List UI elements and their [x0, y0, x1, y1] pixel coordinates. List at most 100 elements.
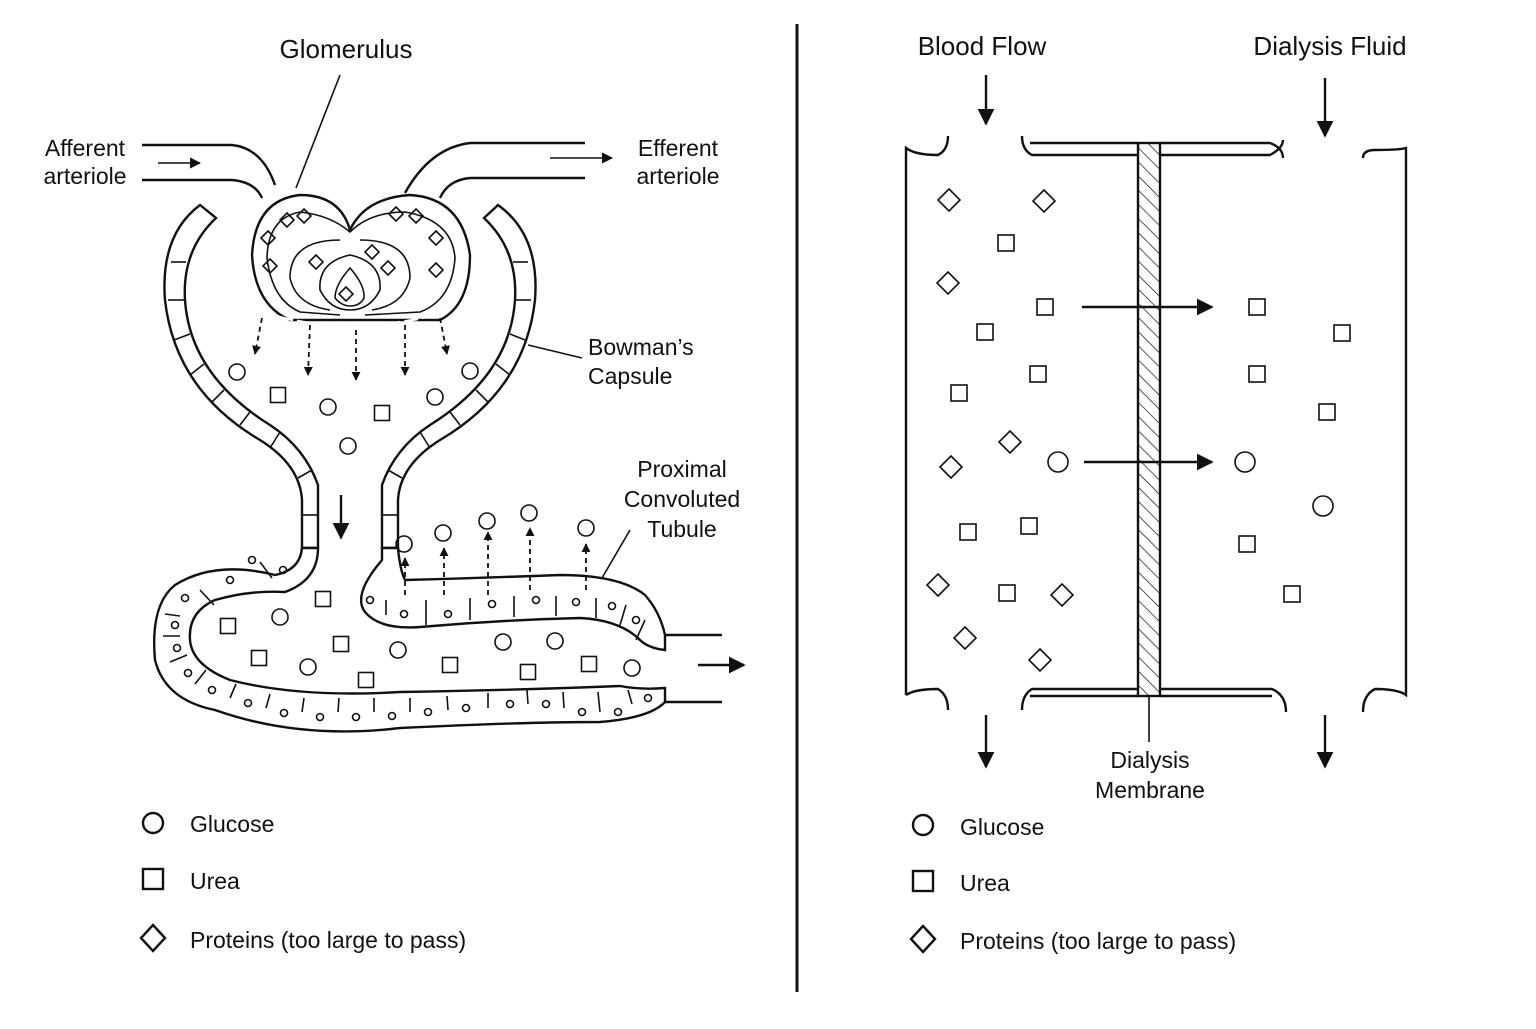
protein-molecule: [261, 257, 279, 275]
glucose-molecule: [1047, 451, 1069, 473]
protein-molecule: [997, 429, 1023, 455]
protein-molecule: [407, 207, 425, 225]
capsule-wall-segments: [168, 261, 531, 516]
glucose-molecule: [461, 362, 479, 380]
urea-molecule: [1318, 403, 1336, 421]
glucose-molecule: [478, 512, 496, 530]
tubule-epithelial-cells: [163, 555, 653, 722]
glucose-molecule: [577, 519, 595, 537]
urea-molecule: [976, 323, 994, 341]
urea-molecule: [997, 234, 1015, 252]
square-icon: [911, 869, 935, 893]
glomerulus-pointer: [295, 74, 341, 189]
glucose-molecule: [520, 504, 538, 522]
pct-pointer: [601, 529, 631, 579]
urea-molecule: [332, 635, 350, 653]
glucose-molecule: [395, 535, 413, 553]
urea-molecule: [1248, 298, 1266, 316]
urea-molecule: [269, 386, 287, 404]
urea-molecule: [373, 404, 391, 422]
urea-molecule: [998, 584, 1016, 602]
urea-molecule: [250, 649, 268, 667]
glucose-molecule: [319, 398, 337, 416]
nephron-legend-glucose: Glucose: [190, 811, 274, 837]
afferent-label-line2: arteriole: [43, 163, 126, 189]
urea-molecule: [950, 384, 968, 402]
urea-molecule: [1020, 517, 1038, 535]
glucose-molecule: [389, 641, 407, 659]
pct-label-line2: Convoluted: [624, 486, 740, 512]
dialysis-molecules: [925, 187, 1351, 673]
protein-molecule: [925, 572, 951, 598]
urea-molecule: [1029, 365, 1047, 383]
pct-label-line1: Proximal: [637, 456, 726, 482]
urea-molecule: [1333, 324, 1351, 342]
protein-molecule: [1049, 582, 1075, 608]
nephron-legend-urea: Urea: [190, 868, 240, 894]
efferent-label-line2: arteriole: [636, 163, 719, 189]
protein-molecule: [295, 207, 313, 225]
protein-molecule: [1027, 647, 1053, 673]
dialysis-legend-urea: Urea: [960, 870, 1010, 896]
nephron-legend: Glucose Urea Proteins (too large to pass…: [139, 811, 466, 953]
circle-icon: [141, 811, 165, 835]
square-icon: [141, 867, 165, 891]
bowmans-pointer: [527, 344, 583, 359]
urea-molecule: [357, 671, 375, 689]
reabsorption-arrows: [395, 504, 595, 595]
urea-molecule: [959, 523, 977, 541]
glucose-molecule: [623, 659, 641, 677]
glucose-molecule: [1234, 451, 1256, 473]
dialysis-legend-glucose: Glucose: [960, 814, 1044, 840]
urea-molecule: [1283, 585, 1301, 603]
diamond-icon: [909, 924, 937, 954]
dialysis-panel: Blood Flow Dialysis Fluid Dialysis Membr…: [904, 31, 1408, 954]
glucose-molecule: [494, 633, 512, 651]
protein-molecule: [387, 205, 405, 223]
protein-molecule: [278, 211, 296, 229]
protein-molecule: [936, 187, 962, 213]
dialysis-legend-proteins: Proteins (too large to pass): [960, 928, 1236, 954]
capsule-molecules: [228, 362, 479, 455]
urea-molecule: [1036, 298, 1054, 316]
protein-molecule: [337, 285, 355, 303]
protein-molecule: [952, 625, 978, 651]
blood-flow-label: Blood Flow: [918, 31, 1047, 61]
urea-molecule: [314, 590, 332, 608]
membrane-label-line2: Membrane: [1095, 777, 1205, 803]
protein-molecule: [1031, 188, 1057, 214]
proximal-tubule: [153, 546, 746, 733]
urea-molecule: [219, 617, 237, 635]
protein-molecule: [938, 454, 964, 480]
glucose-molecule: [299, 658, 317, 676]
efferent-label-line1: Efferent: [638, 135, 719, 161]
nephron-panel: Glomerulus Afferent arteriole Efferent a…: [43, 34, 746, 953]
pct-label-line3: Tubule: [647, 516, 716, 542]
protein-molecule: [307, 253, 325, 271]
glucose-molecule: [228, 363, 246, 381]
bowmans-label-line1: Bowman’s: [588, 334, 694, 360]
glomerulus-label: Glomerulus: [280, 34, 413, 64]
protein-molecule: [427, 261, 445, 279]
glucose-molecule: [546, 632, 564, 650]
diamond-icon: [139, 923, 167, 953]
protein-molecule: [379, 259, 397, 277]
afferent-label-line1: Afferent: [45, 135, 126, 161]
urea-molecule: [441, 656, 459, 674]
urea-molecule: [580, 655, 598, 673]
urea-molecule: [1248, 365, 1266, 383]
efferent-arteriole: [403, 141, 614, 199]
dialysis-fluid-label: Dialysis Fluid: [1253, 31, 1406, 61]
circle-icon: [911, 813, 935, 837]
dialysis-fluid-compartment: [1160, 139, 1408, 713]
membrane-label-line1: Dialysis: [1110, 747, 1189, 773]
filtration-arrows: [252, 317, 450, 381]
blood-compartment: [904, 135, 1138, 711]
dialysis-legend: Glucose Urea Proteins (too large to pass…: [909, 813, 1236, 954]
glucose-molecule: [339, 437, 357, 455]
urea-molecule: [1238, 535, 1256, 553]
protein-molecule: [935, 270, 961, 296]
glucose-molecule: [434, 524, 452, 542]
glucose-molecule: [426, 388, 444, 406]
